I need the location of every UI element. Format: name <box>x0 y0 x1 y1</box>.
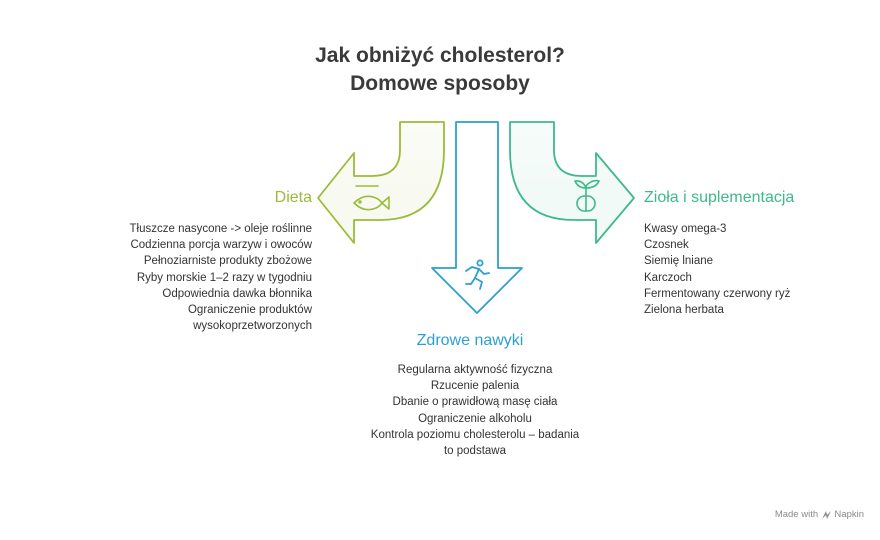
list-item: wysokoprzetworzonych <box>193 320 312 333</box>
list-item: Odpowiednia dawka błonnika <box>162 287 312 300</box>
list-item: Zielona herbata <box>644 304 724 317</box>
list-item: Kwasy omega-3 <box>644 223 727 235</box>
zdrowe-arrow <box>431 121 523 314</box>
list-item: Karczoch <box>644 271 692 284</box>
dieta-list: Tłuszcze nasycone -> oleje roślinne Codz… <box>60 221 313 334</box>
made-with-label: Made with <box>774 509 819 520</box>
running-person-icon <box>465 259 490 290</box>
list-item: Tłuszcze nasycone -> oleje roślinne <box>129 223 313 235</box>
ziola-arrow <box>509 121 635 244</box>
list-item: Pełnoziarniste produkty zbożowe <box>143 255 312 268</box>
list-item: Kontrola poziomu cholesterolu – badania <box>370 428 580 441</box>
ziola-list: Kwasy omega-3 Czosnek Siemię lniane Karc… <box>644 221 859 318</box>
dieta-arrow <box>317 121 445 244</box>
list-item: Ryby morskie 1–2 razy w tygodniu <box>136 271 312 284</box>
list-item: to podstawa <box>443 445 506 458</box>
title-line-1: Jak obniżyć cholesterol? <box>315 44 565 67</box>
list-item: Regularna aktywność fizyczna <box>397 364 553 376</box>
dieta-heading: Dieta <box>274 189 312 206</box>
napkin-logo-icon <box>821 510 831 519</box>
list-item: Codzienna porcja warzyw i owoców <box>130 239 312 252</box>
list-item: Ograniczenie alkoholu <box>418 412 532 425</box>
title-line-2: Domowe sposoby <box>350 72 530 95</box>
zdrowe-heading: Zdrowe nawyki <box>416 332 524 349</box>
zdrowe-list: Regularna aktywność fizyczna Rzucenie pa… <box>300 362 650 459</box>
herb-capsule-icon <box>574 179 600 212</box>
list-item: Dbanie o prawidłową masę ciała <box>392 396 558 409</box>
brand-label: Napkin <box>834 509 864 520</box>
made-with-badge: Made with Napkin <box>775 509 864 520</box>
list-item: Fermentowany czerwony ryż <box>644 287 791 300</box>
list-item: Czosnek <box>644 239 689 252</box>
list-item: Ograniczenie produktów <box>187 304 312 317</box>
ziola-heading: Zioła i suplementacja <box>644 189 795 206</box>
fish-icon <box>353 185 390 211</box>
diagram-title: Jak obniżyć cholesterol? Domowe sposoby <box>0 42 880 98</box>
list-item: Rzucenie palenia <box>430 380 520 393</box>
list-item: Siemię lniane <box>644 255 714 268</box>
